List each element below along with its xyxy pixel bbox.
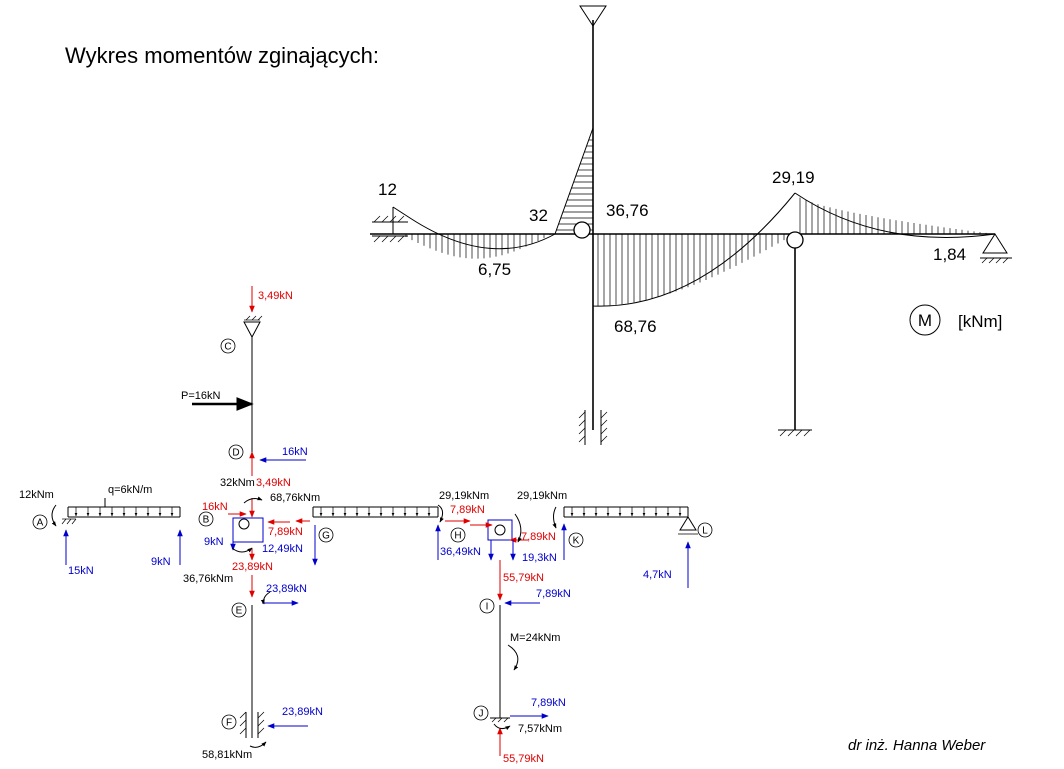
node-f-circle-icon <box>221 714 237 730</box>
right-roller-support-icon <box>980 233 1012 264</box>
free-body-diagrams: A B C D E F G H I J K L 3,49kN P=16kN 16kN 32kNm 3,… <box>19 286 713 765</box>
label-b-1249: 12,49kN <box>262 543 303 555</box>
label-k-789: 7,89kN <box>521 531 556 543</box>
hinge-centre-icon <box>573 221 591 239</box>
support-c-icon <box>243 321 261 339</box>
label-m-3676: 36,76kNm <box>183 573 233 585</box>
moment-diagram: 12 32 36,76 29,19 6,75 1,84 68,76 M [kNm… <box>370 5 1012 445</box>
hinge-right-icon <box>786 231 804 249</box>
label-q-load: q=6kN/m <box>108 484 152 496</box>
label-h-789: 7,89kN <box>450 504 485 516</box>
moment-a-arrow <box>51 504 57 527</box>
node-a-circle-icon <box>32 514 48 530</box>
moment-curve-left <box>392 206 556 250</box>
label-m-2919a: 29,19kNm <box>439 490 489 502</box>
left-fixed-support-icon <box>372 215 408 243</box>
node-h-label: H <box>454 531 461 542</box>
node-b-circle-icon <box>198 511 214 527</box>
node-i-label: I <box>486 602 489 613</box>
moment-value-29-19: 29,19 <box>772 168 815 187</box>
node-d-circle-icon <box>228 444 244 460</box>
moment-curve-right <box>794 192 996 238</box>
label-f-2389: 23,89kN <box>282 706 323 718</box>
page-title: Wykres momentów zginających: <box>65 43 379 68</box>
moment-value-36-76: 36,76 <box>606 201 649 220</box>
moment-value-68-76: 68,76 <box>614 317 657 336</box>
legend-circle-icon <box>909 304 941 336</box>
distributed-load-ab <box>74 507 174 517</box>
label-m-5881: 58,81kNm <box>202 749 252 761</box>
node-hk-box <box>487 519 513 541</box>
label-k-193: 19,3kN <box>522 552 557 564</box>
node-k-label: K <box>573 536 580 547</box>
label-m-2919b: 29,19kNm <box>517 490 567 502</box>
node-g-label: G <box>322 531 330 542</box>
node-e-label: E <box>236 606 243 617</box>
hinge-hk-icon <box>494 524 506 536</box>
node-c-label: C <box>224 342 231 353</box>
label-b-16: 16kN <box>202 501 228 513</box>
label-c-top: 3,49kN <box>258 290 293 302</box>
moment-hatching <box>405 139 987 306</box>
label-b-2389: 23,89kN <box>232 561 273 573</box>
node-g-circle-icon <box>318 527 334 543</box>
legend-unit: [kNm] <box>958 312 1002 331</box>
distributed-load-kl <box>570 507 682 517</box>
node-l-label: L <box>702 526 708 537</box>
label-b-9b: 9kN <box>151 556 171 568</box>
node-l-circle-icon <box>697 522 713 538</box>
node-b-label: B <box>203 515 210 526</box>
node-i-circle-icon <box>479 598 495 614</box>
node-j-label: J <box>479 709 484 720</box>
moment-value-1-84: 1,84 <box>933 245 966 264</box>
label-a-15: 15kN <box>68 565 94 577</box>
label-m-24: M=24kNm <box>510 632 560 644</box>
label-h-3649: 36,49kN <box>440 546 481 558</box>
m24-moment-arrow <box>507 644 519 671</box>
label-m-757: 7,57kNm <box>518 723 562 735</box>
label-d-349: 3,49kN <box>256 477 291 489</box>
label-m-12: 12kNm <box>19 489 54 501</box>
hinge-b-icon <box>238 518 250 530</box>
node-k-circle-icon <box>568 532 584 548</box>
label-p-load: P=16kN <box>181 390 220 402</box>
node-c-circle-icon <box>220 338 236 354</box>
label-j-5579: 55,79kN <box>503 753 544 765</box>
label-l-47: 4,7kN <box>643 569 672 581</box>
moment-value-32: 32 <box>529 206 548 225</box>
label-i-5579: 55,79kN <box>503 572 544 584</box>
node-h-circle-icon <box>450 527 466 543</box>
node-f-label: F <box>226 718 232 729</box>
bottom-right-support-icon <box>778 429 812 437</box>
legend-symbol: M <box>918 311 932 330</box>
moment-value-6-75: 6,75 <box>478 260 511 279</box>
label-b-9: 9kN <box>204 536 224 548</box>
author-signature: dr inż. Hanna Weber <box>848 737 986 754</box>
label-i-789: 7,89kN <box>536 588 571 600</box>
label-m-32: 32kNm <box>220 477 255 489</box>
node-a-label: A <box>37 518 44 529</box>
node-j-circle-icon <box>473 705 489 721</box>
label-m-6876: 68,76kNm <box>270 492 320 504</box>
node-d-label: D <box>232 448 239 459</box>
label-g-789: 7,89kN <box>268 526 303 538</box>
moment-value-12: 12 <box>378 180 397 199</box>
node-e-circle-icon <box>231 602 247 618</box>
distributed-load-gh <box>319 507 431 517</box>
support-l-icon <box>679 516 697 531</box>
label-d-16: 16kN <box>282 446 308 458</box>
bottom-centre-support-icon <box>578 410 608 445</box>
label-e-2389: 23,89kN <box>266 583 307 595</box>
label-j-789: 7,89kN <box>531 697 566 709</box>
top-support-icon <box>579 5 607 27</box>
